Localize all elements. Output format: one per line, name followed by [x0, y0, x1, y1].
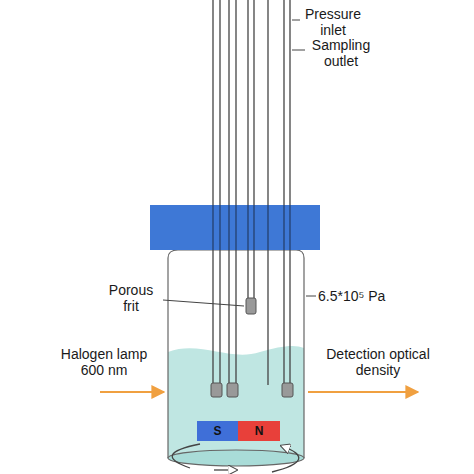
- detector-label: Detection optical density: [318, 346, 438, 378]
- leader-lines: [163, 20, 316, 306]
- rotation-arrow: [272, 446, 299, 472]
- rotation-arrow: [172, 444, 200, 468]
- tubes-through-cap: [213, 205, 290, 250]
- port-label: Pressure inlet: [300, 6, 366, 38]
- tube-ends: [211, 298, 293, 397]
- rotation-arrow: [214, 469, 236, 470]
- pole-letter: N: [255, 424, 264, 438]
- pressure-label: 6.5*10⁵ Pa: [318, 288, 385, 304]
- part-label: Porous frit: [100, 282, 162, 314]
- bottle-bottom: [168, 450, 304, 466]
- bottle-cap: [150, 205, 320, 250]
- pole-letter: S: [213, 424, 221, 438]
- light-out-arrow: [308, 391, 418, 393]
- port-label: Sampling outlet: [305, 37, 377, 69]
- lamp-label: Halogen lamp 600 nm: [50, 346, 158, 378]
- bottle-wall: [167, 258, 168, 458]
- magnet-pole: N: [238, 421, 280, 441]
- magnet-pole: S: [197, 421, 238, 441]
- tubes: [213, 0, 290, 385]
- light-in-arrow: [100, 391, 164, 393]
